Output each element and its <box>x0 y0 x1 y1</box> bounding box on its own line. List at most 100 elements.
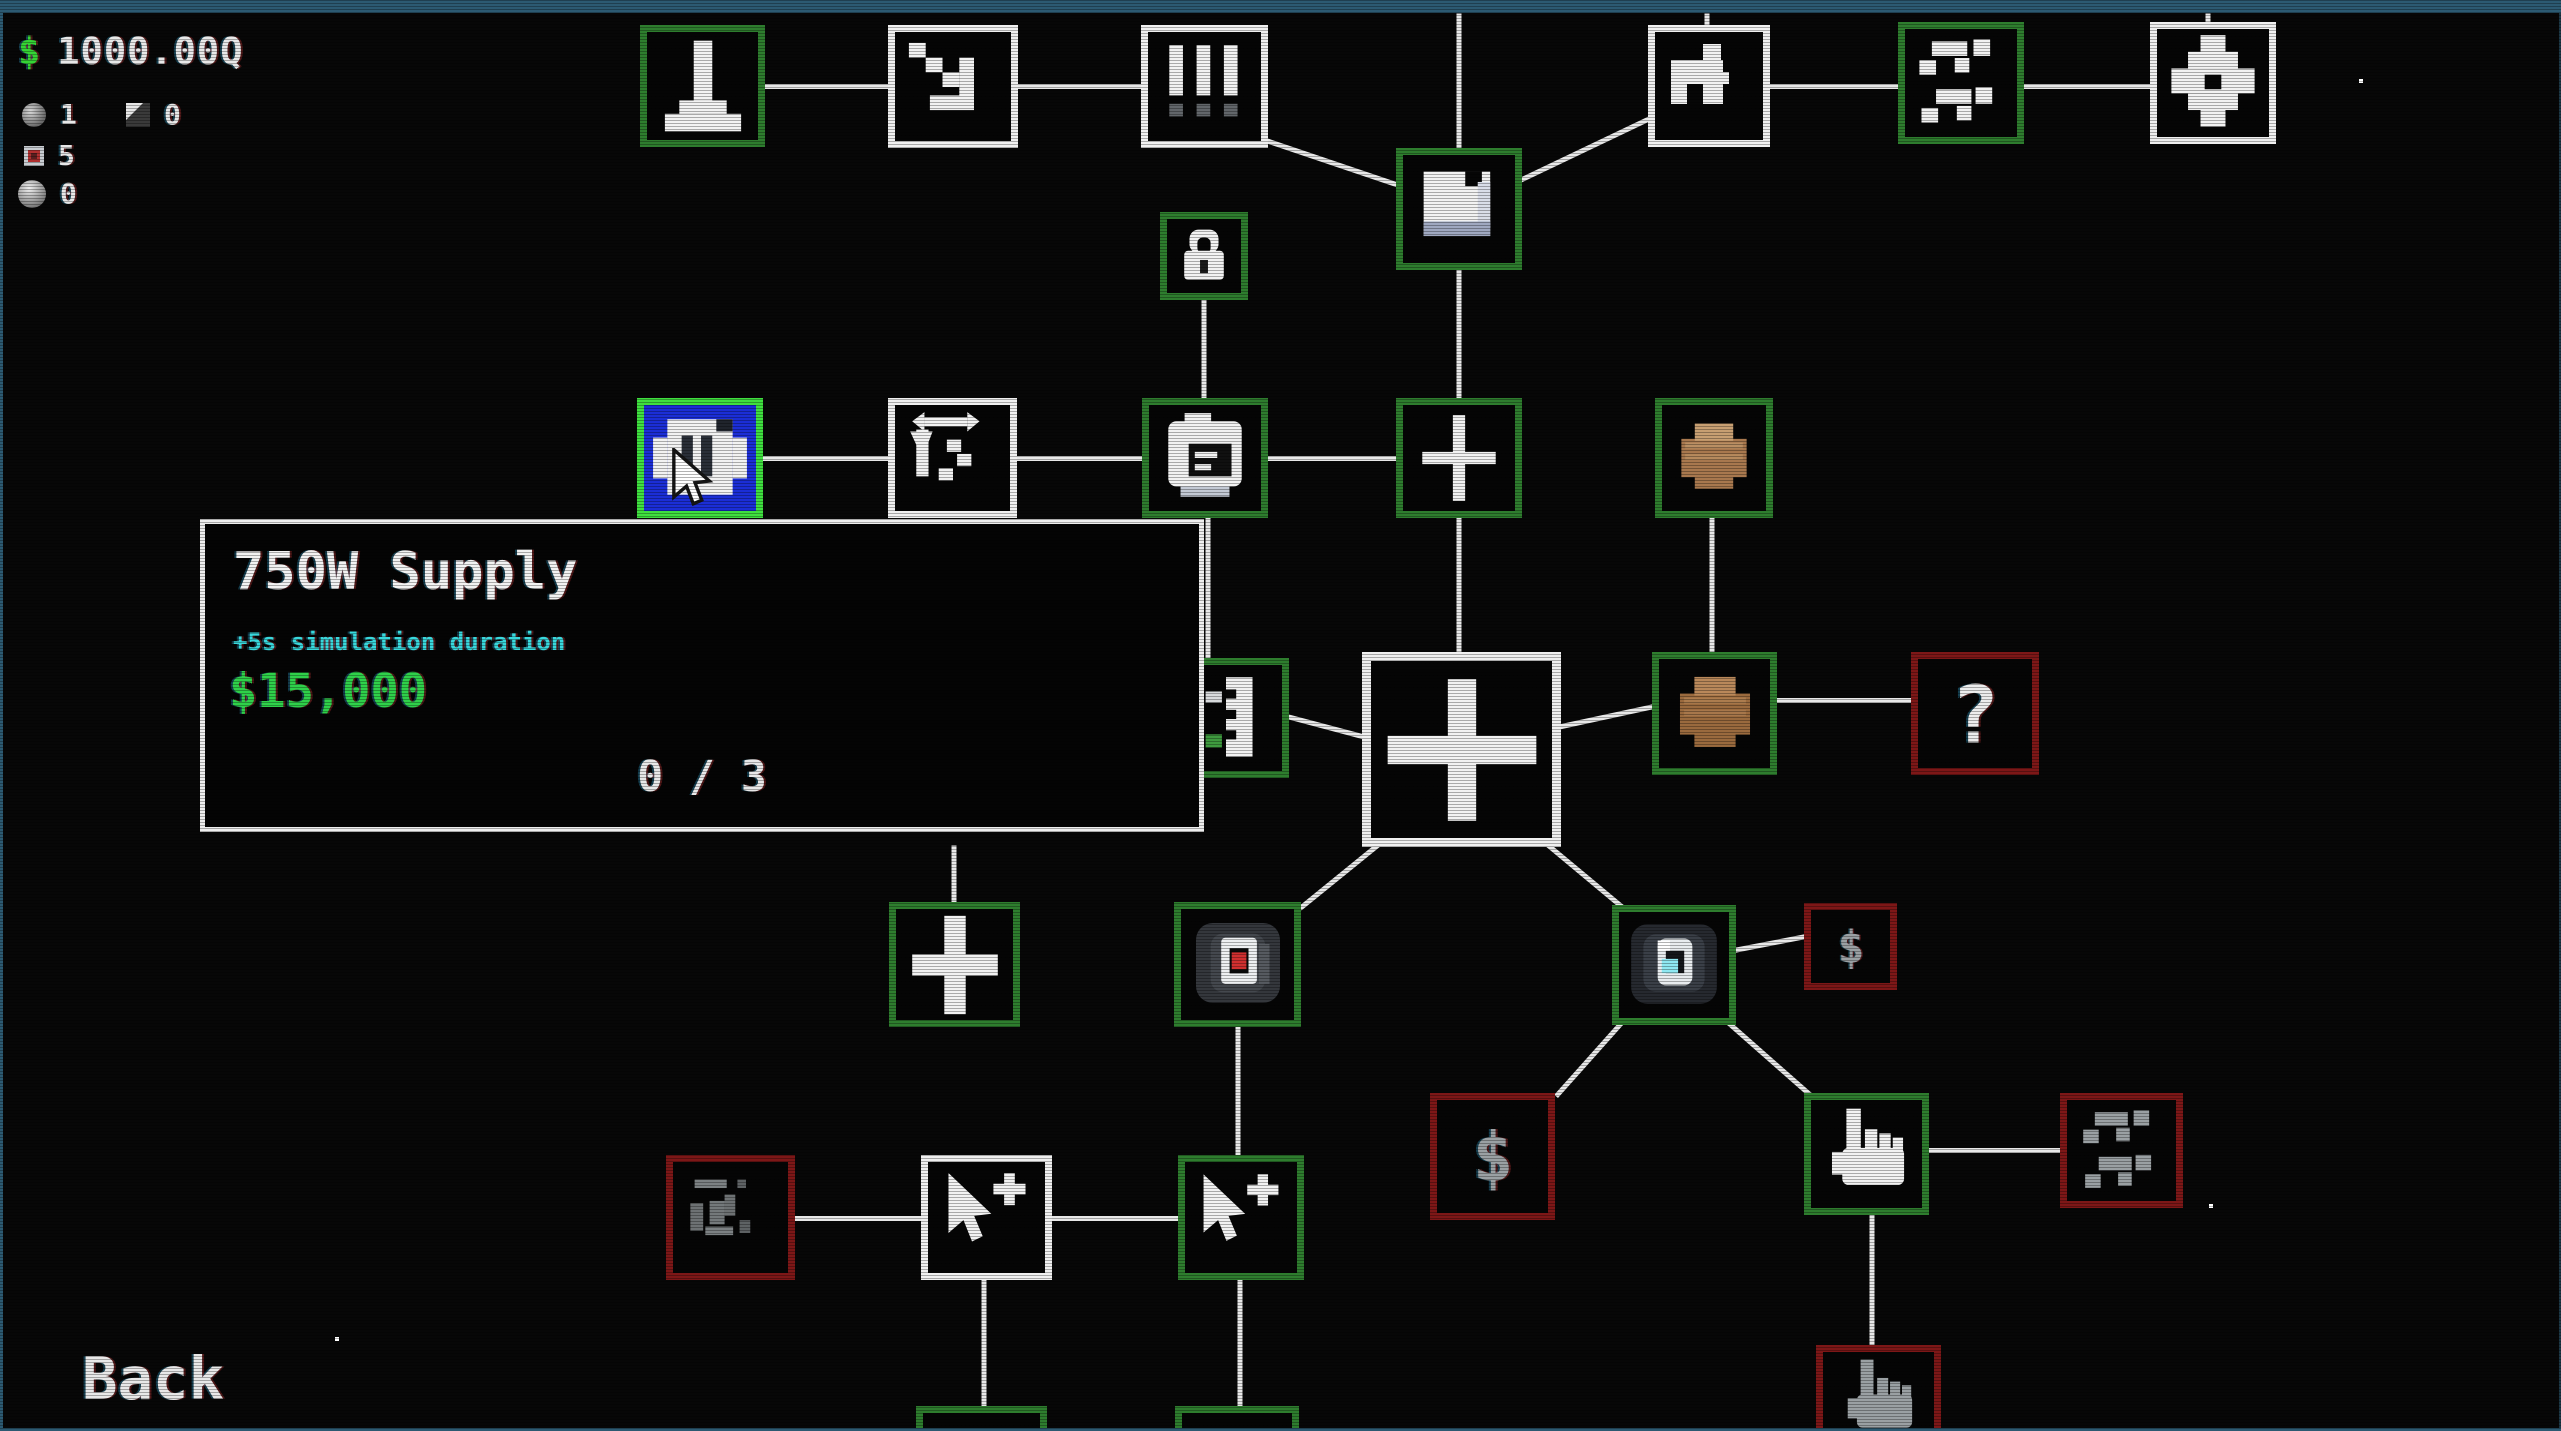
hud-counter: 0 <box>126 98 181 131</box>
node-stub-1[interactable] <box>916 1406 1047 1431</box>
tree-edge <box>1237 1278 1243 1408</box>
console-icon <box>1154 409 1256 507</box>
back-button[interactable]: Back <box>82 1344 225 1413</box>
node-blob-tan[interactable] <box>1655 398 1773 518</box>
tree-edge <box>795 1215 921 1221</box>
hud-counter: 0 <box>18 177 77 210</box>
tooltip-progress: 0 / 3 <box>637 752 767 802</box>
scatter-icon <box>1909 33 2013 133</box>
tree-edge <box>1456 516 1462 654</box>
tree-edge <box>1770 83 1898 89</box>
tree-edge <box>2024 83 2150 89</box>
tree-edge <box>1456 13 1462 150</box>
tree-edge <box>1556 703 1655 730</box>
node-bucket[interactable] <box>1396 148 1522 270</box>
tree-edge <box>1544 841 1626 910</box>
plus-large-icon <box>1373 665 1550 835</box>
counter-value: 1 <box>60 98 77 131</box>
node-console[interactable] <box>1142 398 1268 518</box>
tree-edge <box>981 1278 987 1408</box>
speck <box>2359 79 2363 83</box>
vortex-icon <box>1623 916 1725 1014</box>
chip-icon <box>24 145 44 166</box>
tree-edge <box>1554 1020 1624 1098</box>
question-icon: ? <box>1950 666 2000 761</box>
counter-value: 5 <box>58 139 75 172</box>
node-gear[interactable] <box>2150 22 2276 144</box>
node-tooltip: 750W Supply +5s simulation duration $15,… <box>200 519 1204 832</box>
cursor-plus-icon <box>933 1166 1040 1269</box>
scatter-icon <box>2073 1104 2170 1197</box>
node-plus-large[interactable] <box>1362 652 1561 847</box>
node-cursor-plus-1[interactable] <box>921 1155 1052 1280</box>
title-bar <box>0 0 2561 13</box>
node-stairs[interactable] <box>888 25 1018 148</box>
tree-edge <box>1017 455 1142 461</box>
node-puzzle[interactable] <box>1648 25 1770 147</box>
screen-frame-bottom <box>0 1428 2561 1431</box>
stairs-icon <box>901 36 1006 137</box>
tree-edge <box>1929 1147 2060 1153</box>
meter-icon <box>1152 36 1257 137</box>
blob-icon <box>1663 664 1766 763</box>
node-record[interactable] <box>1174 902 1301 1027</box>
dollar-icon: $ <box>1836 920 1865 973</box>
tree-edge <box>763 455 888 461</box>
counter-value: 0 <box>60 177 77 210</box>
garbled-icon <box>677 1166 784 1269</box>
tree-edge <box>1201 298 1207 400</box>
counter-value: 0 <box>164 98 181 131</box>
puzzle-icon <box>1659 38 1759 134</box>
tree-edge <box>1286 713 1367 740</box>
tree-edge <box>1205 516 1211 660</box>
node-stub-2[interactable] <box>1175 1406 1299 1431</box>
node-plus-bold[interactable] <box>889 902 1020 1027</box>
node-vortex[interactable] <box>1612 905 1736 1025</box>
node-meter[interactable] <box>1141 25 1268 148</box>
node-scatter[interactable] <box>1898 22 2024 144</box>
node-antenna[interactable] <box>888 398 1017 518</box>
hand-icon <box>1833 1356 1925 1431</box>
tree-edge <box>1298 841 1382 910</box>
tree-edge <box>951 845 957 904</box>
currency-display: $1000.00Q <box>18 30 244 73</box>
hud-counter: 5 <box>24 139 75 172</box>
lock-icon <box>1171 224 1237 287</box>
node-lock[interactable] <box>1160 212 1248 300</box>
node-pedestal[interactable] <box>640 25 765 147</box>
hud-counter: 1 <box>22 98 77 131</box>
speck <box>335 1337 339 1341</box>
tree-edge <box>1733 933 1807 953</box>
tree-edge <box>1709 516 1715 654</box>
tooltip-effect: +5s simulation duration <box>233 628 566 656</box>
node-question[interactable]: ? <box>1911 652 2039 775</box>
node-blob-brown[interactable] <box>1652 652 1777 775</box>
node-scatter-dim[interactable] <box>2060 1093 2183 1208</box>
node-plus-thin[interactable] <box>1396 398 1522 518</box>
node-hand[interactable] <box>1804 1093 1929 1215</box>
tree-edge <box>1265 137 1403 189</box>
tree-edge <box>1726 1020 1814 1098</box>
cursor-plus-icon <box>1189 1168 1293 1268</box>
tooltip-cost: $15,000 <box>229 664 428 719</box>
node-dollar-small[interactable]: $ <box>1804 903 1897 990</box>
node-garbled[interactable] <box>666 1155 795 1280</box>
gear-icon <box>2161 33 2265 133</box>
node-cursor-plus-2[interactable] <box>1178 1155 1304 1280</box>
dollar-icon: $ <box>1472 1116 1513 1197</box>
tree-edge <box>1268 455 1396 461</box>
plus-bold-icon <box>901 913 1008 1016</box>
tree-edge <box>1777 697 1911 703</box>
node-hand-dim[interactable] <box>1816 1345 1941 1431</box>
record-icon <box>1185 914 1290 1015</box>
node-dollar[interactable]: $ <box>1430 1093 1555 1220</box>
tooltip-title: 750W Supply <box>233 542 578 602</box>
mouse-cursor-icon <box>672 448 714 507</box>
globe-icon <box>18 179 46 208</box>
screen-frame-right <box>2559 0 2561 1431</box>
blob-icon <box>1666 412 1762 504</box>
tree-edge <box>765 83 888 89</box>
tree-edge <box>1052 1215 1178 1221</box>
tree-edge <box>1456 268 1462 400</box>
